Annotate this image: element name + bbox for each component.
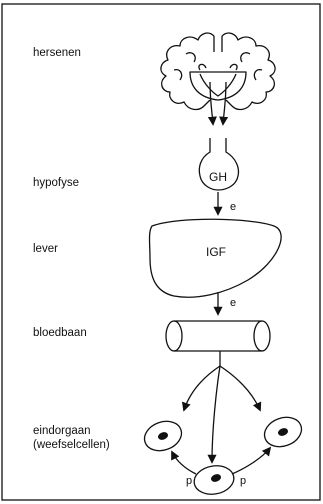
label-endorgan-line2: (weefselcellen) xyxy=(33,439,110,451)
label-endorgan-line1: eindorgaan xyxy=(33,425,91,437)
label-liver: lever xyxy=(33,243,58,255)
distribution-arrows xyxy=(184,351,260,462)
paracrine-arrows xyxy=(172,448,270,474)
label-pituitary: hypofyse xyxy=(33,177,79,189)
label-blood: bloedbaan xyxy=(33,327,87,339)
brain-to-pituitary-arrows xyxy=(210,82,226,124)
blood-vessel xyxy=(166,321,270,351)
brain-icon xyxy=(161,33,275,109)
mark-p2: p xyxy=(240,475,246,487)
mark-e1: e xyxy=(230,201,236,213)
hormone-igf: IGF xyxy=(206,245,226,259)
label-brain: hersenen xyxy=(33,47,81,59)
mark-p1: p xyxy=(186,475,192,487)
target-cells xyxy=(140,412,305,497)
hormone-gh: GH xyxy=(209,170,227,184)
mark-e2: e xyxy=(230,297,236,309)
